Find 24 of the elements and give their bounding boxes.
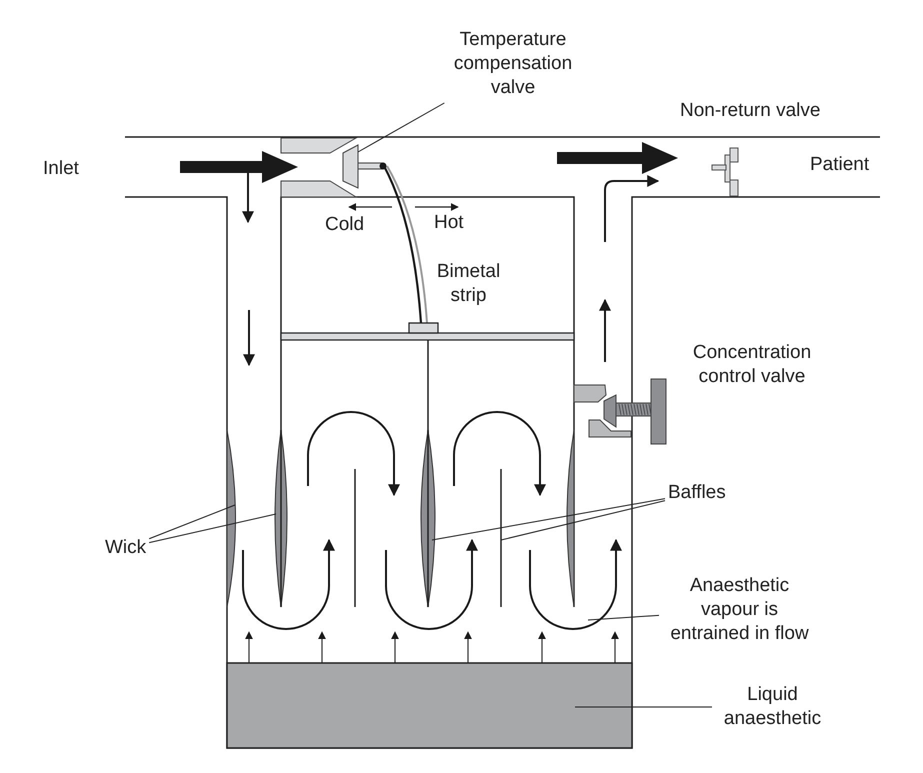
liquid-reservoir [226,662,633,749]
leader-line [588,614,660,620]
port-label: Patient [810,153,870,177]
valve-cone [342,144,358,189]
part-label: Non-return valve [680,99,820,123]
callout-label: Baffles [668,481,726,505]
leader-line [432,498,666,540]
part-label: Bimetal strip [436,260,502,308]
leader-line [148,504,236,540]
leader-line [148,514,276,544]
direction-label: Hot [434,211,464,235]
part-label: Concentration control valve [692,341,812,389]
callout-label: Anaesthetic vapour is entrained in flow [669,574,810,646]
callout-label: Liquid anaesthetic [722,683,822,731]
port-label: Inlet [43,157,79,181]
callout-label: Wick [105,536,146,560]
callout-label: Temperature compensation valve [452,28,574,100]
wick [420,430,436,608]
leader-line [358,102,445,152]
wick [274,430,288,608]
leader-line [574,706,712,708]
direction-label: Cold [325,213,364,237]
wick [226,430,236,608]
leader-line [500,500,666,540]
